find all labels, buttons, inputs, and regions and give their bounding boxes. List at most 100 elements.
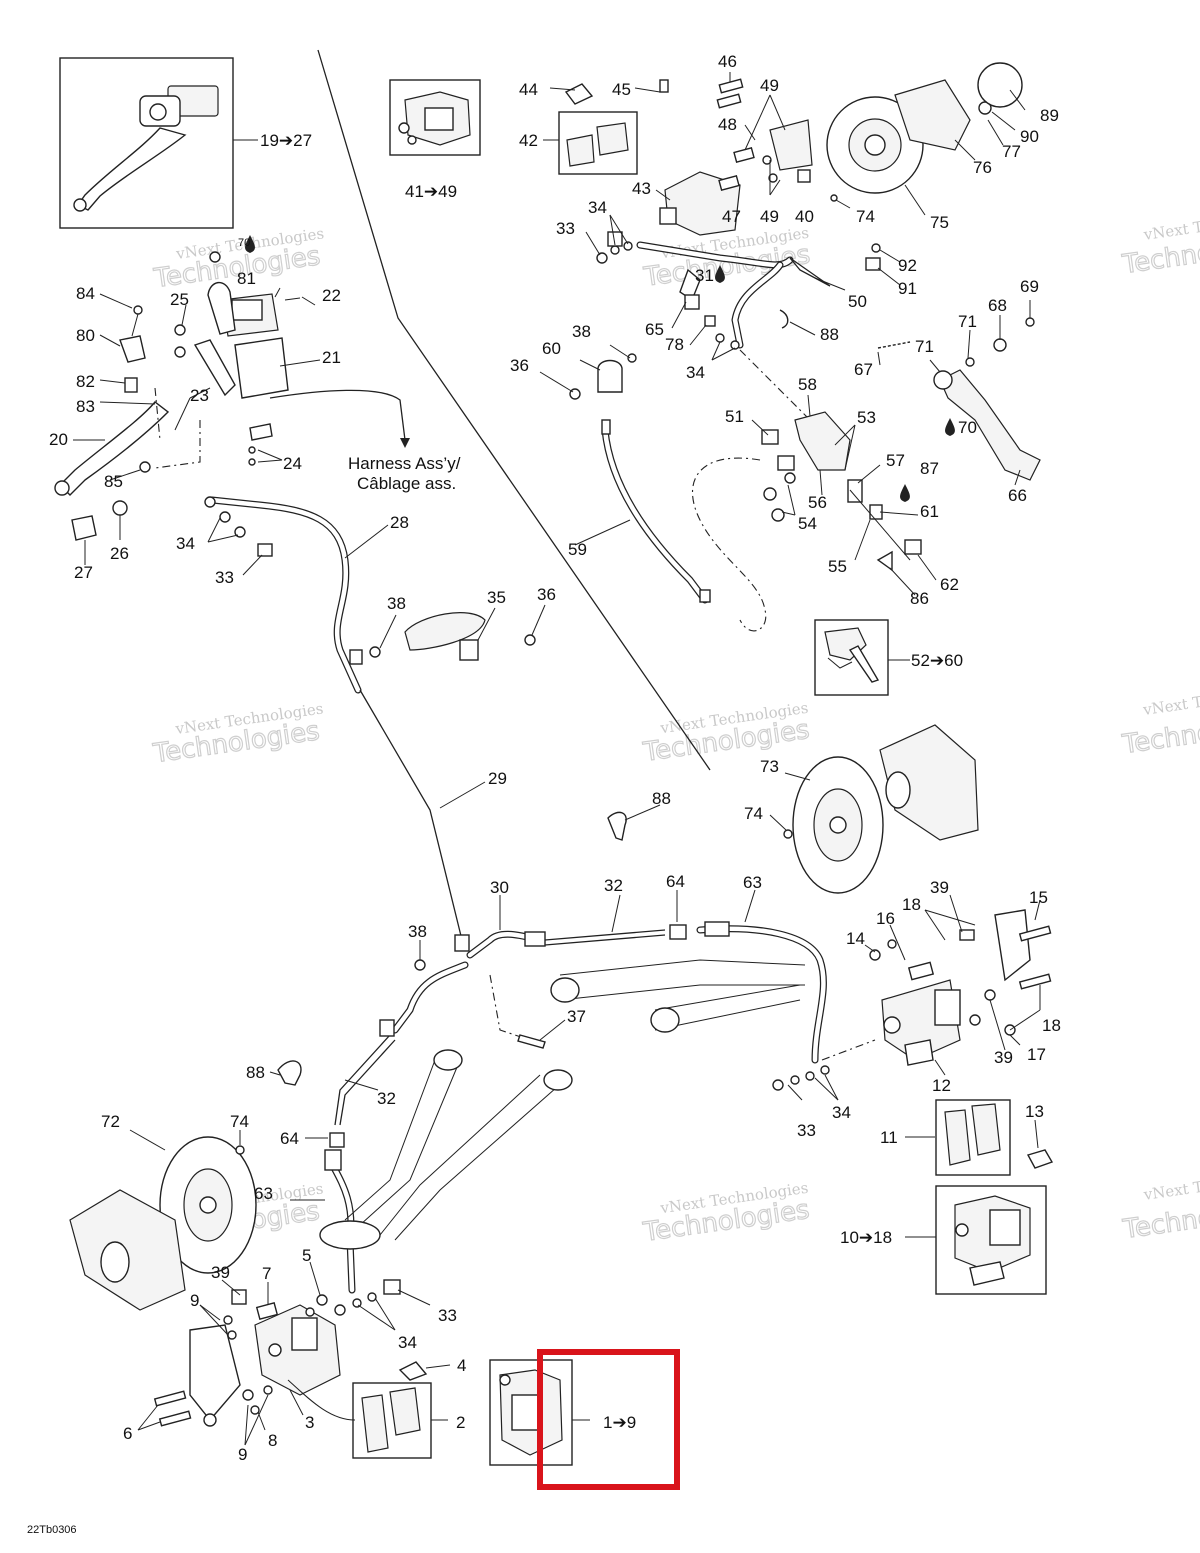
diagram-code: 22Tb0306 bbox=[27, 1524, 77, 1536]
callout-label: 56 bbox=[808, 493, 827, 512]
callout-label: 87 bbox=[920, 459, 939, 478]
callout-label: 53 bbox=[857, 408, 876, 427]
rear-pads-icon bbox=[566, 122, 629, 167]
callout-label: 55 bbox=[828, 557, 847, 576]
callout-label: 35 bbox=[487, 588, 506, 607]
callout-label: 40 bbox=[795, 207, 814, 226]
callout-label: 38 bbox=[408, 922, 427, 941]
fluid-drop-icon bbox=[715, 265, 725, 283]
callout-label: 43 bbox=[632, 179, 651, 198]
fluid-drop-icons bbox=[245, 235, 955, 502]
section-divider-line bbox=[317, 49, 711, 771]
callout-label: 67 bbox=[854, 360, 873, 379]
callout-label: 46 bbox=[718, 52, 737, 71]
callout-label: 57 bbox=[886, 451, 905, 470]
callout-label: 39 bbox=[994, 1048, 1013, 1067]
callout-label: 88 bbox=[246, 1063, 265, 1082]
inset-boxes bbox=[59, 57, 1054, 1466]
callout-label: 2 bbox=[456, 1413, 465, 1432]
callout-label: 91 bbox=[898, 279, 917, 298]
callout-label: 1➔9 bbox=[603, 1413, 636, 1432]
callout-label: 22 bbox=[322, 286, 341, 305]
highlight-box bbox=[537, 1349, 680, 1490]
leader-lines bbox=[73, 72, 1041, 1446]
callout-label: 21 bbox=[322, 348, 341, 367]
callout-label: 25 bbox=[170, 290, 189, 309]
callout-label: 90 bbox=[1020, 127, 1039, 146]
callout-label: 60 bbox=[542, 339, 561, 358]
callout-label: 74 bbox=[744, 804, 763, 823]
callout-label: 10➔18 bbox=[840, 1228, 892, 1247]
callout-label: 83 bbox=[76, 397, 95, 416]
callout-label: 39 bbox=[211, 1263, 230, 1282]
front-master-cylinder-icon bbox=[73, 85, 219, 212]
callout-label: 20 bbox=[49, 430, 68, 449]
callout-label: 85 bbox=[104, 472, 123, 491]
callout-label: 36 bbox=[537, 585, 556, 604]
clip-icon bbox=[1026, 1149, 1054, 1169]
callout-label: 4 bbox=[457, 1356, 466, 1375]
callout-label: 33 bbox=[556, 219, 575, 238]
callout-label: 59 bbox=[568, 540, 587, 559]
callout-label: 76 bbox=[973, 158, 992, 177]
callout-label: 47 bbox=[722, 207, 741, 226]
front-master-cylinder-assembly bbox=[54, 251, 410, 541]
callout-label: 54 bbox=[798, 514, 817, 533]
callout-label: 44 bbox=[519, 80, 538, 99]
callout-label: 32 bbox=[377, 1089, 396, 1108]
callout-label: 26 bbox=[110, 544, 129, 563]
callout-label: 9 bbox=[190, 1291, 199, 1310]
callout-label: 31 bbox=[695, 266, 714, 285]
callout-label: 13 bbox=[1025, 1102, 1044, 1121]
callout-label: 64 bbox=[666, 872, 685, 891]
callout-label: 65 bbox=[645, 320, 664, 339]
callout-label: 33 bbox=[797, 1121, 816, 1140]
callout-label: 33 bbox=[438, 1306, 457, 1325]
callout-label: 39 bbox=[930, 878, 949, 897]
callout-label: 32 bbox=[604, 876, 623, 895]
watermark-line1: vNext Technologies bbox=[1142, 1165, 1200, 1204]
callout-label: 23 bbox=[190, 386, 209, 405]
callout-label: 17 bbox=[1027, 1045, 1046, 1064]
callout-label: 50 bbox=[848, 292, 867, 311]
callout-label: 86 bbox=[910, 589, 929, 608]
callout-label: 34 bbox=[398, 1333, 417, 1352]
callout-label: 77 bbox=[1002, 142, 1021, 161]
callout-label: 73 bbox=[760, 757, 779, 776]
callout-label: 15 bbox=[1029, 888, 1048, 907]
watermark-line1: vNext Technologies bbox=[1141, 680, 1200, 719]
callout-label: 82 bbox=[76, 372, 95, 391]
callout-label: 81 bbox=[237, 269, 256, 288]
front-left-caliper-icon bbox=[499, 1369, 563, 1456]
front-right-caliper-icon bbox=[954, 1195, 1031, 1286]
callout-label: 34 bbox=[832, 1103, 851, 1122]
callout-label: 34 bbox=[176, 534, 195, 553]
small-parts bbox=[69, 62, 1052, 1427]
callout-label: 27 bbox=[74, 563, 93, 582]
harness-label-fr: Câblage ass. bbox=[357, 474, 456, 493]
callout-label: 62 bbox=[940, 575, 959, 594]
fluid-drop-icon bbox=[945, 418, 955, 436]
front-right-pads-icon bbox=[944, 1103, 1001, 1166]
harness-label-en: Harness Ass’y/ bbox=[348, 454, 461, 473]
brake-lines bbox=[208, 241, 876, 1294]
callout-label: 28 bbox=[390, 513, 409, 532]
callout-label: 74 bbox=[230, 1112, 249, 1131]
callout-label: 88 bbox=[652, 789, 671, 808]
callout-label: 66 bbox=[1008, 486, 1027, 505]
rear-caliper-icon bbox=[398, 91, 471, 146]
callout-label: 52➔60 bbox=[911, 651, 963, 670]
callout-label: 70 bbox=[958, 418, 977, 437]
callout-label: 19➔27 bbox=[260, 131, 312, 150]
callout-label: 5 bbox=[302, 1246, 311, 1265]
callout-label: 48 bbox=[718, 115, 737, 134]
callout-label: 38 bbox=[572, 322, 591, 341]
callout-label: 36 bbox=[510, 356, 529, 375]
callout-label: 49 bbox=[760, 207, 779, 226]
callout-label: 34 bbox=[686, 363, 705, 382]
callout-label: 71 bbox=[915, 337, 934, 356]
callout-label: 63 bbox=[254, 1184, 273, 1203]
callout-label: 58 bbox=[798, 375, 817, 394]
callout-label: 8 bbox=[268, 1431, 277, 1450]
